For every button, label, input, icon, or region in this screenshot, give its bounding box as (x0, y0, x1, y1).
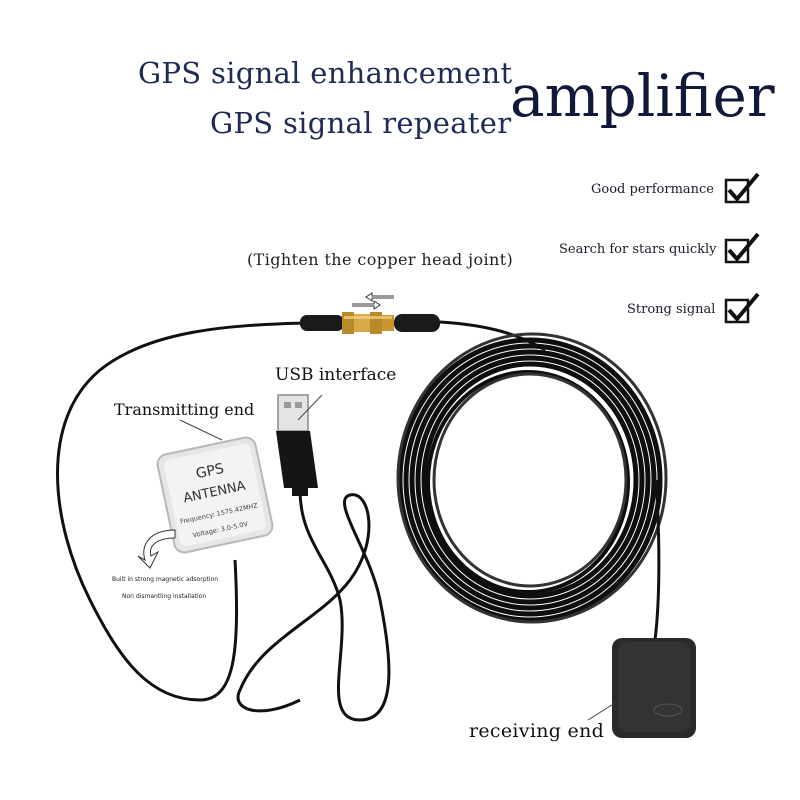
usb-plug (276, 394, 318, 496)
title-amplifier: amplifier (510, 62, 775, 130)
checkbox-checked-icon (724, 172, 760, 204)
antenna-gps-text: GPS (195, 461, 226, 483)
title-line-1: GPS signal enhancement (138, 56, 513, 90)
receiver-cable (653, 479, 661, 641)
receiving-end-label: receiving end (469, 720, 605, 742)
magnet-note-1: Built in strong magnetic adsorption (112, 576, 218, 583)
curved-arrow-icon (137, 529, 176, 569)
double-arrow-icon (352, 292, 394, 310)
gps-receiver (612, 638, 696, 738)
title-line-2: GPS signal repeater (210, 106, 512, 140)
receiver-pointer (587, 702, 616, 721)
sma-connector (300, 312, 440, 334)
feature-strong-signal: Strong signal (627, 302, 716, 317)
transmitter-cable (56, 321, 306, 702)
usb-cable (236, 489, 391, 722)
cable-coil (396, 332, 668, 624)
usb-label: USB interface (275, 365, 397, 385)
feature-good-performance: Good performance (591, 182, 714, 197)
usb-pointer (297, 394, 323, 421)
transmitting-end-label: Transmitting end (114, 400, 255, 419)
transmitter-pointer (179, 419, 223, 441)
gps-antenna-transmitter: GPS ANTENNA Frequency: 1575.42MHZ Voltag… (156, 436, 274, 554)
checkbox-checked-icon (724, 232, 760, 264)
checkbox-checked-icon (724, 292, 760, 324)
feature-search-stars: Search for stars quickly (559, 242, 717, 257)
tighten-note: (Tighten the copper head joint) (247, 250, 514, 269)
magnet-note-2: Non dismantling installation (122, 593, 207, 600)
